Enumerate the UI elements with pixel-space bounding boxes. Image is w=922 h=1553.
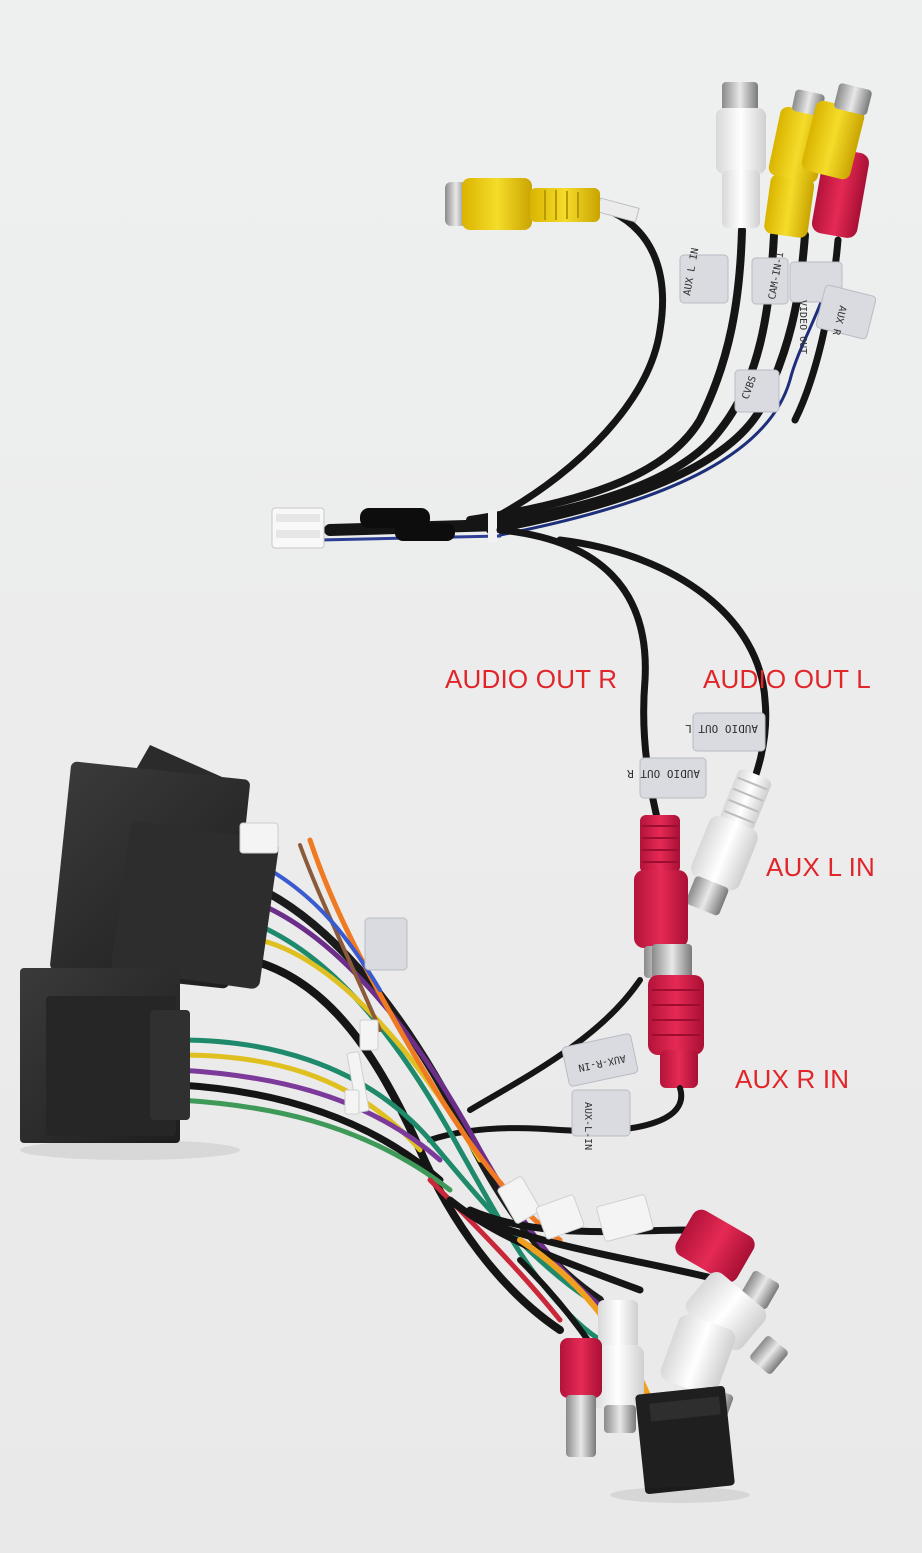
sleeve-tag-text: AUDIO OUT R (627, 767, 700, 780)
cable-ties-lower (344, 1019, 654, 1242)
connector-block-lower (20, 968, 190, 1143)
shadow (610, 1487, 750, 1503)
rca-red-aux-r (648, 944, 704, 1088)
callout-aux-r-in: AUX R IN (735, 1064, 850, 1094)
label-sleeves-aux (561, 1033, 639, 1137)
callout-aux-l-in: AUX L IN (766, 852, 876, 882)
cable-tie (488, 510, 497, 542)
label-sleeves-upper (679, 254, 877, 413)
rca-white-aux-l (686, 769, 772, 916)
rca-cluster-top (716, 82, 872, 238)
connector-block-upper (50, 745, 279, 989)
aux-in-cables (427, 977, 685, 1143)
rca-cluster-bottom (560, 1209, 788, 1495)
sleeve-tag-text: AUX-L-IN (582, 1102, 593, 1150)
heat-shrink-sleeve (395, 523, 455, 541)
shadow (20, 1140, 240, 1160)
jst-connector (271, 507, 325, 549)
rca-red-audio-out-r (634, 815, 688, 978)
callout-audio-out-r: AUDIO OUT R (445, 664, 618, 694)
rca-yellow-single (445, 178, 640, 230)
sleeve-tag-text: AUDIO OUT L (685, 722, 758, 735)
callout-audio-out-l: AUDIO OUT L (703, 664, 871, 694)
sleeve-tag-text: VIDEO OUT (797, 300, 808, 354)
label-sleeves-middle (639, 712, 766, 799)
label-sleeve (364, 917, 408, 971)
